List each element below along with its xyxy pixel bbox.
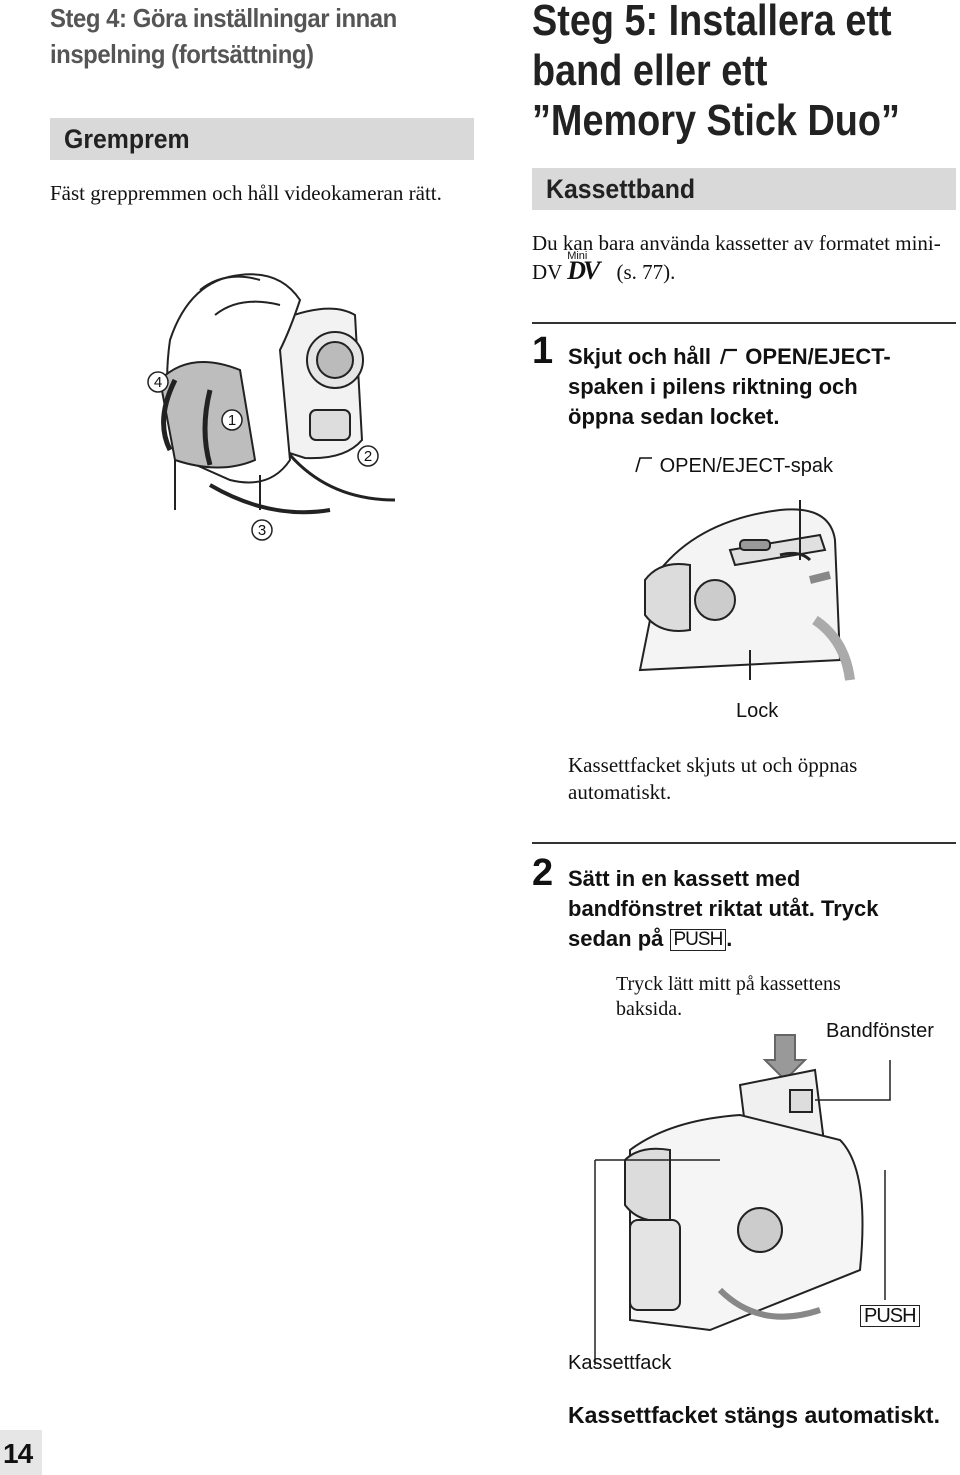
step2-line1: Sätt in en kassett med [568, 866, 801, 891]
callout-4: 4 [154, 374, 162, 391]
label-cassette-tray: Kassettfack [568, 1352, 672, 1374]
step1-line2: spaken i pilens riktning och [568, 374, 858, 399]
page-number-bar [0, 1430, 42, 1475]
lever-icon-small [632, 454, 654, 480]
camcorder-lever-illustration [638, 500, 855, 681]
minidv-logo-dv: DV [567, 256, 600, 285]
step1-line3: öppna sedan locket. [568, 404, 780, 429]
label-tape-window: Bandfönster [826, 1020, 934, 1042]
strap-illustration: 4 1 2 3 [147, 273, 396, 541]
section-title-kassettband: Kassettband [546, 174, 696, 204]
page-title: Steg 5: Installera ett band eller ett ”M… [532, 0, 902, 146]
page-title-line3: ”Memory Stick Duo” [532, 96, 900, 145]
section-bar-kassettband: Kassettband [532, 168, 956, 210]
section-title-gremprem: Gremprem [64, 124, 190, 154]
divider-step2 [532, 842, 956, 844]
step2-line2: bandfönstret riktat utåt. Tryck [568, 896, 879, 921]
step2-number: 2 [532, 852, 554, 894]
label-lock: Lock [736, 700, 779, 722]
intro-ref: (s. 77). [616, 260, 676, 284]
divider-step1 [532, 322, 956, 324]
step1-number: 1 [532, 330, 554, 372]
gremprem-text: Fäst greppremmen och håll videokameran r… [50, 181, 442, 205]
minidv-logo-mini: Mini [567, 250, 588, 262]
minidv-logo: Mini DV [567, 250, 611, 286]
page-number: 14 [3, 1438, 33, 1469]
page-title-line1: Steg 5: Installera ett [532, 0, 892, 45]
intro-text-main: Du kan bara använda kassetter av formate… [532, 231, 941, 284]
push-label-inline: PUSH [669, 929, 727, 951]
callout-3: 3 [258, 522, 266, 539]
callout-1: 1 [228, 412, 236, 429]
step1-line1: Skjut och håll OPEN/EJECT- [568, 344, 891, 369]
step1-text: Skjut och håll OPEN/EJECT- spaken i pile… [568, 342, 956, 432]
closing-text: Kassettfacket stängs automatiskt. [568, 1402, 940, 1428]
section-bar-gremprem: Gremprem [50, 118, 474, 160]
step2-note: Tryck lätt mitt på kassettens baksida. [616, 973, 841, 1020]
intro-text: Du kan bara använda kassetter av formate… [532, 230, 952, 286]
push-label-callout: PUSH [860, 1305, 920, 1327]
step2-text: Sätt in en kassett med bandfönstret rikt… [568, 864, 956, 954]
lever-icon [717, 344, 739, 365]
left-page-header: Steg 4: Göra inställningar innan inspeln… [50, 3, 397, 69]
label-open-eject-lever: OPEN/EJECT-spak [632, 454, 833, 480]
callout-2: 2 [364, 448, 372, 465]
label-push: PUSH [860, 1305, 920, 1328]
cassette-insert-illustration [594, 1034, 891, 1365]
step1-note: Kassettfacket skjuts ut och öppnas autom… [568, 753, 858, 804]
step2-line3: sedan på PUSH. [568, 926, 733, 951]
page-title-line2: band eller ett [532, 46, 768, 95]
